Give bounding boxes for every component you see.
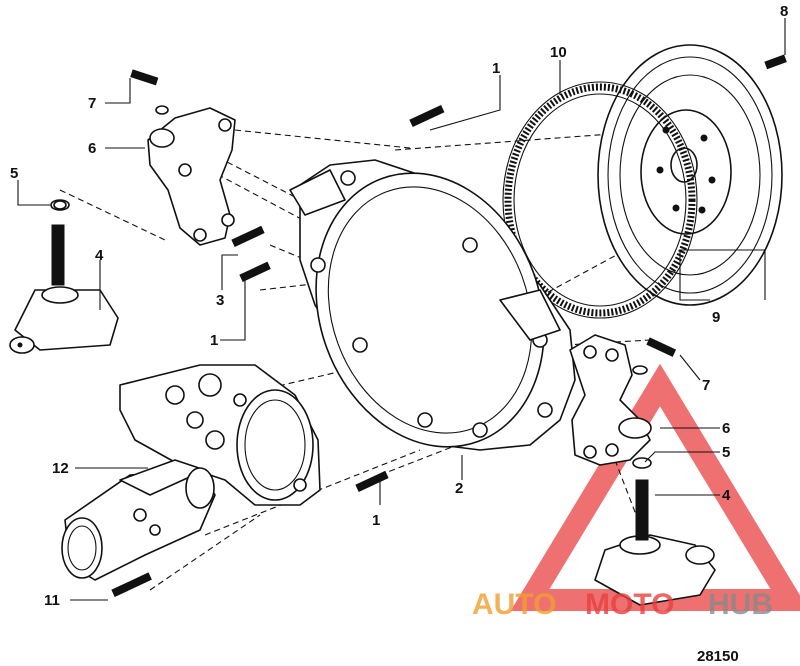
callout-5-right: 5 [722, 444, 730, 461]
right-engine-mount [594, 479, 716, 606]
bolts [53, 54, 787, 598]
callout-6-left: 6 [88, 140, 96, 157]
callout-5-left: 5 [10, 165, 18, 182]
callout-12: 12 [52, 460, 69, 477]
callout-8: 8 [780, 3, 788, 20]
callout-1-bottom: 1 [372, 512, 380, 529]
ring-gear [502, 81, 698, 319]
flywheel [597, 44, 783, 306]
engine-block [119, 364, 321, 506]
callout-4-right: 4 [722, 487, 731, 504]
callout-2: 2 [455, 480, 463, 497]
callout-10: 10 [550, 44, 567, 61]
callout-4-left: 4 [95, 247, 104, 264]
callout-labels: 1 1 1 2 3 4 4 5 5 6 6 7 7 8 9 10 11 12 [10, 3, 788, 609]
leader-lines [17, 18, 786, 601]
callout-6-right: 6 [722, 420, 730, 437]
callout-9: 9 [712, 309, 720, 326]
callout-7-left: 7 [88, 95, 96, 112]
callout-7-right: 7 [702, 377, 710, 394]
watermark-auto: AUTO [472, 588, 556, 621]
watermark-moto: MOTO [585, 588, 674, 621]
right-mount-bracket [569, 334, 652, 469]
callout-11: 11 [44, 592, 60, 609]
left-engine-mount [9, 199, 119, 354]
callout-3: 3 [216, 292, 224, 309]
starter-motor [61, 459, 216, 581]
callout-1-top: 1 [492, 60, 500, 77]
figure-number: 28150 [697, 648, 739, 665]
flywheel-housing [289, 159, 576, 451]
watermark-hub: HUB [708, 588, 773, 621]
watermark-text: AUTO MOTO HUB [472, 588, 773, 621]
callout-1-left: 1 [210, 332, 218, 349]
left-mount-bracket [147, 107, 236, 246]
